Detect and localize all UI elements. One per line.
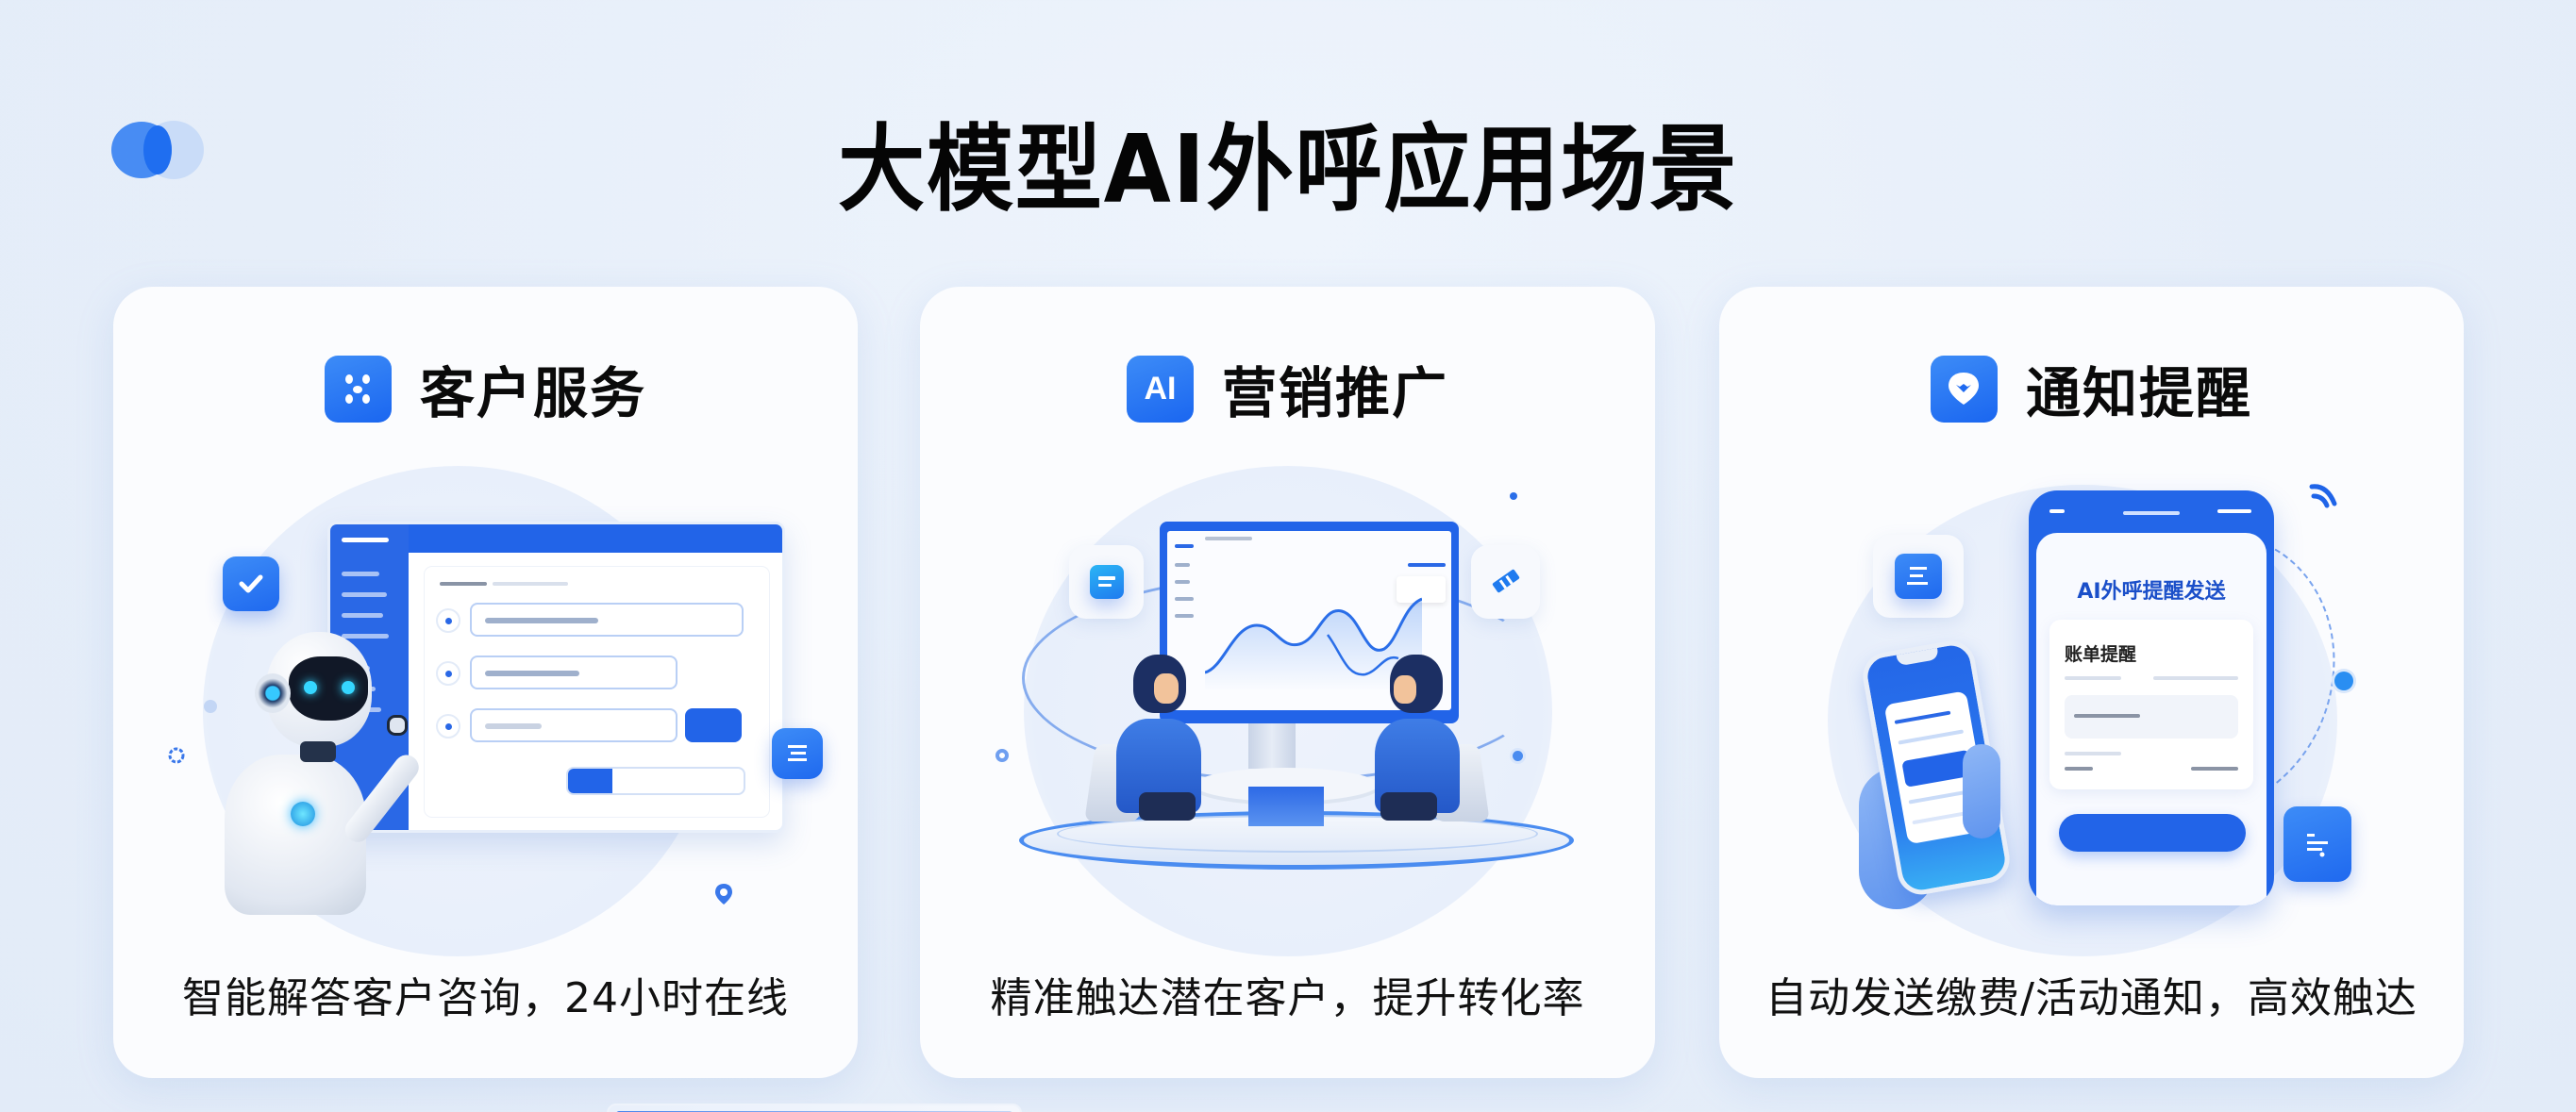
robot-eye bbox=[304, 681, 317, 694]
robot-ear bbox=[255, 673, 291, 713]
robot-eye bbox=[342, 681, 355, 694]
decor-dot bbox=[1510, 492, 1517, 500]
message-list-icon bbox=[1895, 554, 1942, 599]
gear-icon bbox=[166, 745, 187, 770]
robot-visor bbox=[289, 656, 368, 721]
decor-dot bbox=[204, 700, 217, 713]
card-title: 客户服务 bbox=[419, 361, 646, 425]
phone-notch bbox=[1896, 647, 1940, 667]
phone-input bbox=[2065, 695, 2238, 739]
mock-form-panel bbox=[425, 567, 769, 817]
robot-body bbox=[225, 755, 366, 915]
decor-ring bbox=[995, 749, 1009, 762]
person-right-legs bbox=[1380, 792, 1437, 821]
decor-dot bbox=[2334, 672, 2353, 690]
decor-dot bbox=[1513, 751, 1523, 761]
ai-icon: AI bbox=[1126, 355, 1194, 423]
monitor bbox=[1160, 522, 1459, 723]
line-chart bbox=[1205, 597, 1422, 691]
chat-icon-tile bbox=[1069, 545, 1144, 619]
chat-check-icon bbox=[223, 556, 279, 611]
monitor-stand bbox=[1248, 722, 1296, 769]
thumb bbox=[1963, 744, 2000, 838]
heart-shield-icon bbox=[1930, 355, 1998, 423]
person-left-legs bbox=[1139, 792, 1196, 821]
card-title: 营销推广 bbox=[1221, 361, 1448, 425]
meeting-chart-illustration bbox=[920, 456, 1655, 956]
card-header: 通知提醒 bbox=[1719, 349, 2464, 428]
card-title: 通知提醒 bbox=[2025, 361, 2252, 425]
card-caption: 智能解答客户咨询，24小时在线 bbox=[182, 974, 789, 1022]
phone-send-button bbox=[2059, 814, 2246, 852]
person-right-face bbox=[1394, 675, 1416, 704]
customer-service-icon bbox=[324, 355, 392, 423]
card-notification: 通知提醒 AI外呼提醒发送 账单提醒 bbox=[1719, 287, 2464, 1078]
monitor-screen bbox=[1167, 531, 1451, 710]
card-caption: 精准触达潜在客户，提升转化率 bbox=[990, 974, 1585, 1022]
phone-heading: AI外呼提醒发送 bbox=[2077, 580, 2226, 604]
card-caption: 自动发送缴费/活动通知，高效触达 bbox=[1765, 974, 2417, 1022]
main-phone: AI外呼提醒发送 账单提醒 bbox=[2029, 490, 2274, 905]
ai-icon-text: AI bbox=[1144, 370, 1177, 407]
robot-chest-light bbox=[291, 802, 315, 826]
list-icon bbox=[772, 728, 823, 779]
card-marketing: AI 营销推广 bbox=[920, 287, 1655, 1078]
bill-reminder-card: 账单提醒 bbox=[2049, 620, 2253, 789]
overlapping-circles-icon bbox=[143, 125, 172, 174]
card-customer-service: 客户服务 bbox=[113, 287, 858, 1078]
ticket-icon bbox=[1492, 569, 1519, 593]
notes-icon bbox=[2283, 806, 2351, 882]
mock-header-bar bbox=[409, 524, 782, 553]
location-pin-icon bbox=[713, 883, 734, 909]
robot-neck bbox=[300, 741, 336, 762]
page-title: 大模型AI外呼应用场景 bbox=[838, 114, 1738, 224]
robot-dashboard-illustration bbox=[113, 456, 858, 956]
person-left-face bbox=[1154, 673, 1179, 704]
message-list-tile bbox=[1873, 535, 1964, 618]
ticket-icon-tile bbox=[1471, 545, 1540, 619]
table-base bbox=[1248, 787, 1324, 826]
wifi-icon bbox=[2306, 475, 2344, 517]
bottom-partial-element bbox=[607, 1104, 1022, 1112]
robot-hand bbox=[387, 715, 408, 736]
phone-card-title: 账单提醒 bbox=[2065, 644, 2137, 665]
chat-icon bbox=[1089, 565, 1124, 599]
main-phone-screen: AI外呼提醒发送 账单提醒 bbox=[2036, 533, 2267, 905]
card-header: AI 营销推广 bbox=[920, 349, 1655, 428]
card-header: 客户服务 bbox=[113, 349, 858, 428]
phone-notification-illustration: AI外呼提醒发送 账单提醒 bbox=[1719, 456, 2464, 956]
